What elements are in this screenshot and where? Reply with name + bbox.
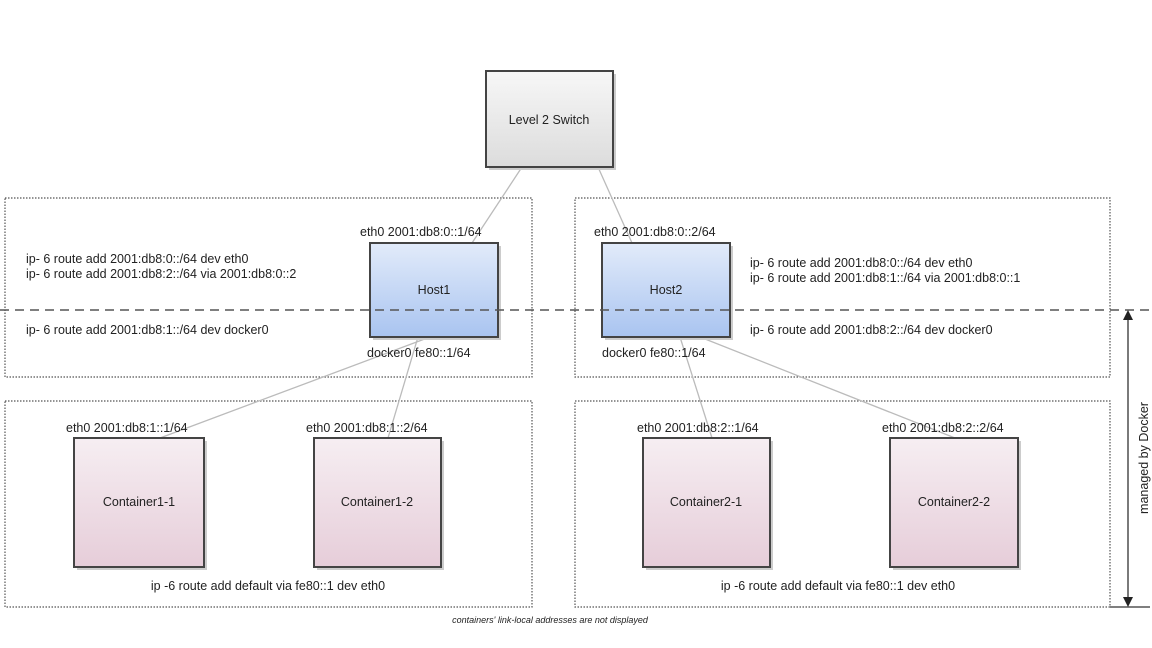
host1-eth0-address: eth0 2001:db8:0::1/64: [360, 225, 482, 239]
managed-by-docker-label: managed by Docker: [1137, 402, 1151, 514]
container1-2-label: Container1-2: [341, 495, 413, 509]
host2-route-2: ip- 6 route add 2001:db8:1::/64 via 2001…: [750, 271, 1020, 285]
switch-node: Level 2 Switch: [485, 70, 616, 170]
host1-docker0-address: docker0 fe80::1/64: [367, 346, 471, 360]
host1-route-2: ip- 6 route add 2001:db8:2::/64 via 2001…: [26, 267, 296, 281]
host1-group-box: [4, 197, 533, 378]
container1-2-eth0: eth0 2001:db8:1::2/64: [306, 421, 428, 435]
link-switch-host1: [471, 166, 523, 244]
container2-2-label: Container2-2: [918, 495, 990, 509]
containers1-group-box: [4, 400, 533, 608]
link-host2-container2-1: [679, 336, 713, 439]
switch-label: Level 2 Switch: [509, 113, 590, 127]
link-switch-host2: [597, 166, 633, 244]
link-host1-container1-1: [159, 336, 431, 439]
container1-2-node: Container1-2: [313, 437, 444, 570]
containers2-group-box: [574, 400, 1111, 608]
host2-route-docker0: ip- 6 route add 2001:db8:2::/64 dev dock…: [750, 323, 993, 337]
link-host1-container1-2: [387, 336, 419, 439]
host2-route-1: ip- 6 route add 2001:db8:0::/64 dev eth0: [750, 256, 972, 270]
host1-node: Host1: [369, 242, 501, 340]
managed-by-docker-arrow: [1110, 310, 1150, 608]
host2-eth0-address: eth0 2001:db8:0::2/64: [594, 225, 716, 239]
footnote: containers' link-local addresses are not…: [452, 615, 649, 625]
container2-1-eth0: eth0 2001:db8:2::1/64: [637, 421, 759, 435]
host2-docker0-address: docker0 fe80::1/64: [602, 346, 706, 360]
host2-node: Host2: [601, 242, 733, 340]
container2-1-node: Container2-1: [642, 437, 773, 570]
host1-route-docker0: ip- 6 route add 2001:db8:1::/64 dev dock…: [26, 323, 269, 337]
host1-route-1: ip- 6 route add 2001:db8:0::/64 dev eth0: [26, 252, 248, 266]
container2-2-node: Container2-2: [889, 437, 1021, 570]
container2-2-eth0: eth0 2001:db8:2::2/64: [882, 421, 1004, 435]
container2-1-label: Container2-1: [670, 495, 742, 509]
container1-1-eth0: eth0 2001:db8:1::1/64: [66, 421, 188, 435]
container-route-right: ip -6 route add default via fe80::1 dev …: [721, 579, 955, 593]
container1-1-label: Container1-1: [103, 495, 175, 509]
link-host2-container2-2: [699, 336, 956, 439]
container1-1-node: Container1-1: [73, 437, 207, 570]
host2-group-box: [574, 197, 1111, 378]
host2-label: Host2: [650, 283, 683, 297]
host1-label: Host1: [418, 283, 451, 297]
container-route-left: ip -6 route add default via fe80::1 dev …: [151, 579, 385, 593]
